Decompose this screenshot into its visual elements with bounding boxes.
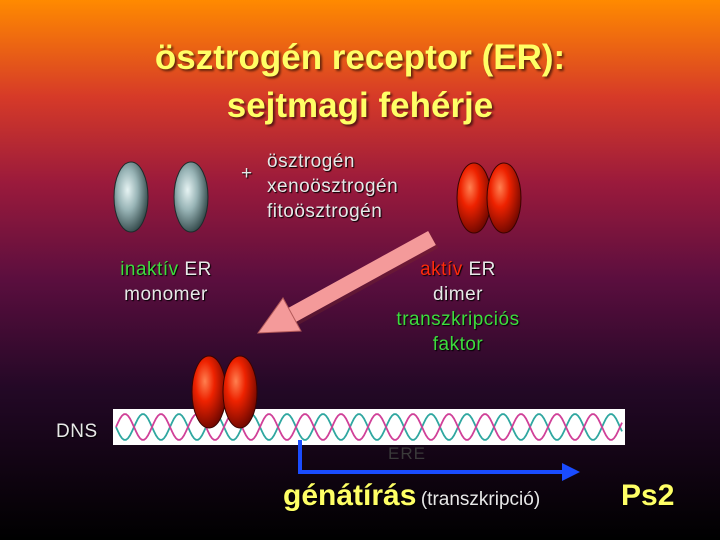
active-dimer-subunit-1 [456,162,492,234]
transcription-start-arrow [298,440,580,481]
inactive-monomer-2 [173,161,209,233]
ligand-phytoestrogen: fitoösztrogén [267,201,383,222]
active-er: ER [468,259,496,280]
ere-label: ERE [388,444,426,463]
transcription-factor-line1: transzkripciós [396,309,520,330]
active-dimer-label: dimer [432,284,483,305]
active-er-label: aktív ER dimer transzkripciós faktor [360,257,556,357]
active-dimer-subunit-2 [486,162,522,234]
ligand-list: ösztrogén xenoösztrogén fitoösztrogén [267,149,398,224]
transcription-main: génátírás [283,479,417,512]
transcription-factor-line2: faktor [432,334,484,355]
slide-code: Ps2 [621,479,675,512]
inactive-monomer-1 [113,161,149,233]
transcription-caption: génátírás (transzkripció) [283,479,540,513]
ligand-estrogen: ösztrogén [267,151,355,172]
ligand-xenoestrogen: xenoösztrogén [267,176,399,197]
inactive-word: inaktív [120,259,179,280]
dna-label: DNS [56,421,98,442]
pink-arrow [256,230,439,334]
inactive-er-label: inaktív ER monomer [108,257,224,307]
slide-title: ösztrogén receptor (ER): sejtmagi fehérj… [0,34,720,130]
active-word: aktív [420,259,463,280]
title-line-1: ösztrogén receptor (ER): [154,38,566,77]
bound-dimer-subunit-2 [222,355,258,429]
plus-sign: + [241,163,253,184]
inactive-er: ER [184,259,212,280]
bound-dimer-subunit-1 [191,355,227,429]
title-line-2: sejtmagi fehérje [226,86,494,125]
transcription-paren: (transzkripció) [420,489,541,510]
inactive-monomer-label: monomer [124,284,208,305]
